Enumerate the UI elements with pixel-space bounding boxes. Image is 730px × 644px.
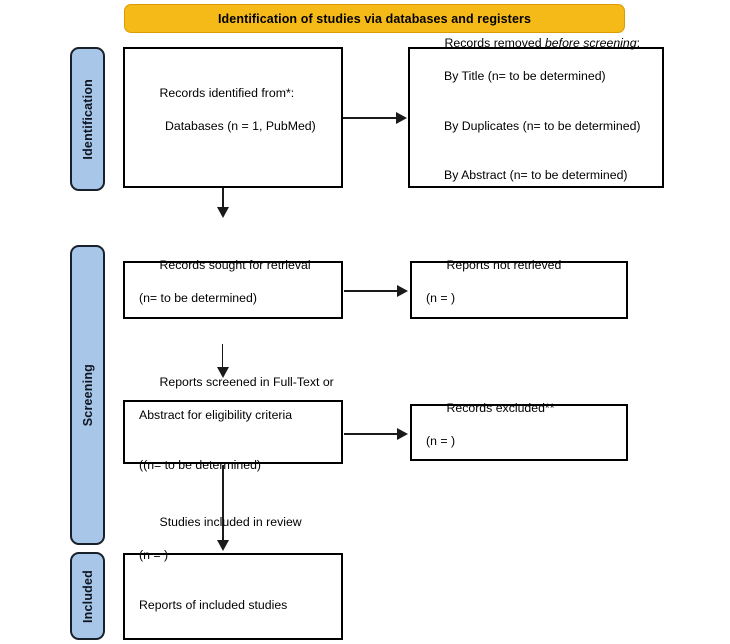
box-records-sought: Records sought for retrieval (n= to be d… bbox=[123, 258, 343, 319]
box-records-excluded-text: Records excluded** (n = ) bbox=[412, 383, 563, 482]
arrow-sought-to-not-retrieved-head bbox=[397, 285, 408, 297]
studies-included-line3: Reports of included studies bbox=[139, 597, 288, 612]
box-records-identified: Records identified from*: Databases (n =… bbox=[123, 47, 343, 188]
box-reports-screened: Reports screened in Full-Text or Abstrac… bbox=[123, 375, 343, 472]
records-identified-line2: Databases (n = 1, PubMed) bbox=[165, 118, 316, 133]
arrow-sought-to-not-retrieved bbox=[344, 290, 399, 292]
records-removed-line1-post: : bbox=[636, 36, 640, 50]
arrow-identified-to-sought-head bbox=[217, 207, 229, 218]
box-records-removed-text: Records removed before screening: By Tit… bbox=[410, 19, 649, 217]
records-removed-line2: By Title (n= to be determined) bbox=[444, 69, 606, 83]
reports-screened-line2: Abstract for eligibility criteria bbox=[139, 408, 293, 423]
arrow-screened-to-included bbox=[222, 465, 224, 542]
box-records-excluded: Records excluded** (n = ) bbox=[410, 401, 628, 461]
records-removed-line1-pre: Records removed bbox=[444, 36, 545, 50]
records-sought-line2: (n= to be determined) bbox=[139, 291, 257, 305]
box-records-sought-text: Records sought for retrieval (n= to be d… bbox=[125, 241, 319, 340]
arrow-screened-to-excluded bbox=[344, 433, 399, 435]
records-removed-line3: By Duplicates (n= to be determined) bbox=[444, 118, 641, 133]
arrow-screened-to-excluded-head bbox=[397, 428, 408, 440]
studies-included-line2: (n = ) bbox=[139, 548, 169, 562]
box-reports-not-retrieved-text: Reports not retrieved (n = ) bbox=[412, 241, 569, 340]
arrow-identified-to-sought bbox=[222, 188, 224, 209]
records-excluded-line2: (n = ) bbox=[426, 433, 456, 448]
arrow-screened-to-included-head bbox=[217, 540, 229, 551]
records-excluded-line1: Records excluded** bbox=[446, 400, 555, 415]
diagram-title-text: Identification of studies via databases … bbox=[217, 11, 532, 26]
arrow-sought-to-screened-head bbox=[217, 367, 229, 378]
box-records-identified-text: Records identified from*: Databases (n =… bbox=[125, 68, 324, 167]
arrow-sought-to-screened bbox=[222, 344, 223, 369]
reports-screened-line1: Reports screened in Full-Text or bbox=[159, 375, 334, 390]
box-studies-included: Studies included in review (n = ) Report… bbox=[123, 515, 343, 640]
reports-not-retrieved-line1: Reports not retrieved bbox=[446, 258, 562, 272]
records-removed-line1: Records removed before screening: bbox=[445, 36, 641, 50]
stage-identification-text: Identification bbox=[80, 78, 95, 160]
box-studies-included-text: Studies included in review (n = ) Report… bbox=[125, 498, 310, 644]
diagram-title-banner: Identification of studies via databases … bbox=[124, 4, 625, 33]
studies-included-line1: Studies included in review bbox=[159, 515, 302, 529]
records-sought-line1: Records sought for retrieval bbox=[159, 258, 311, 272]
box-reports-screened-text: Reports screened in Full-Text or Abstrac… bbox=[125, 358, 342, 507]
stage-screening-text: Screening bbox=[80, 363, 95, 427]
records-removed-line1-italic: before screening bbox=[544, 36, 637, 50]
reports-screened-line3: ((n= to be determined) bbox=[139, 457, 262, 472]
stage-label-included: Included bbox=[70, 552, 105, 640]
records-removed-line4: By Abstract (n= to be determined) bbox=[444, 168, 628, 182]
arrow-identified-to-removed-head bbox=[396, 112, 407, 124]
records-identified-line1: Records identified from*: bbox=[159, 85, 295, 100]
stage-label-screening: Screening bbox=[70, 245, 105, 545]
reports-not-retrieved-line2: (n = ) bbox=[426, 291, 456, 305]
arrow-identified-to-removed bbox=[343, 117, 398, 119]
box-records-removed: Records removed before screening: By Tit… bbox=[408, 36, 664, 188]
stage-included-text: Included bbox=[80, 569, 95, 623]
box-reports-not-retrieved: Reports not retrieved (n = ) bbox=[410, 258, 628, 319]
stage-label-identification: Identification bbox=[70, 47, 105, 191]
